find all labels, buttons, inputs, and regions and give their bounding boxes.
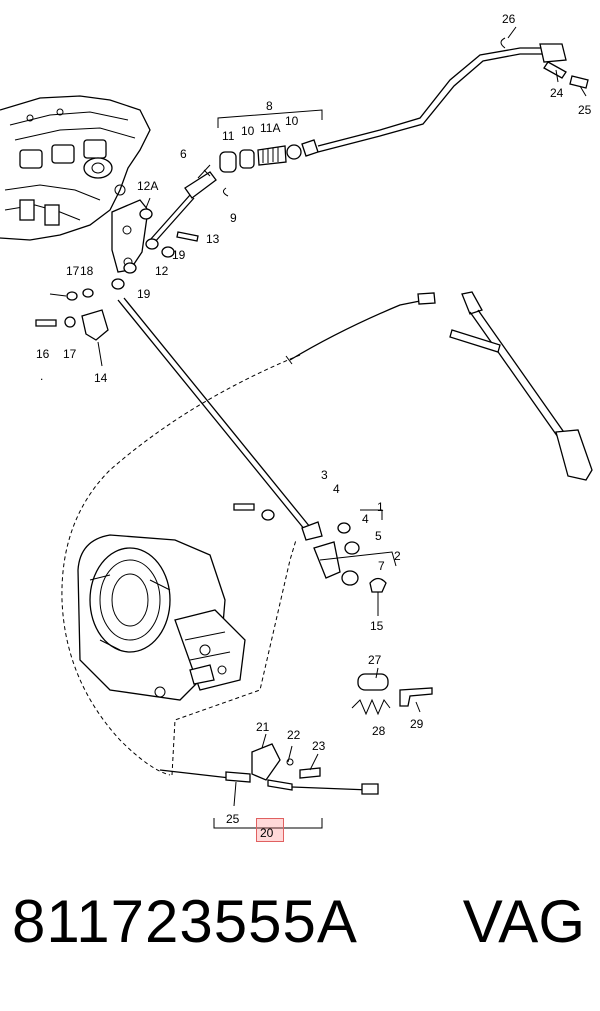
bushing (161, 246, 175, 258)
relay-lever (111, 169, 217, 290)
bolt (569, 75, 589, 89)
washer (139, 208, 153, 220)
circlip (222, 187, 229, 197)
callout-25: 25 (578, 103, 592, 117)
callout-13: 13 (206, 232, 220, 246)
callout-9: 9 (230, 211, 237, 225)
callout-17: 17 (66, 264, 80, 278)
callout-6: 6 (180, 147, 187, 161)
callout-29: 29 (410, 717, 424, 731)
callout-4: 4 (333, 482, 340, 496)
callout-11: 11 (222, 129, 235, 143)
callout-labels: 1 2 3 4 4 5 6 7 8 9 10 10 11 11A 12 12A … (36, 12, 592, 826)
callout-8: 8 (266, 99, 273, 113)
callout-2: 2 (394, 549, 401, 563)
spring (351, 698, 391, 716)
callout-15: 15 (370, 619, 384, 633)
dot-mark: . (40, 369, 43, 383)
transmission-housing (61, 354, 301, 776)
throttle-cable-assembly (219, 37, 567, 173)
bushing (357, 673, 389, 691)
callout-12: 12 (155, 264, 169, 278)
brand-label: VAG (462, 888, 585, 955)
clutch-pedal (449, 291, 593, 481)
callout-5: 5 (375, 529, 382, 543)
callout-4: 4 (362, 512, 369, 526)
callout-28: 28 (372, 724, 386, 738)
callout-7: 7 (378, 559, 385, 573)
callout-24: 24 (550, 86, 564, 100)
callout-10: 10 (241, 124, 255, 138)
highlighted-callout-20[interactable]: 20 (256, 818, 284, 842)
selector-lever (313, 541, 341, 579)
spring-bracket (399, 687, 433, 707)
callout-12a: 12A (137, 179, 158, 193)
callout-27: 27 (368, 653, 382, 667)
callout-21: 21 (256, 720, 270, 734)
callout-25: 25 (226, 812, 240, 826)
cable-end-pin (543, 61, 567, 79)
callout-18: 18 (80, 264, 94, 278)
gearshift-cable (159, 743, 379, 795)
part-number: 811723555A (12, 888, 358, 955)
callout-22: 22 (287, 728, 301, 742)
callout-11a: 11A (260, 121, 280, 135)
callout-16: 16 (36, 347, 50, 361)
callout-20-label: 20 (260, 826, 274, 840)
callout-23: 23 (312, 739, 326, 753)
exploded-parts-diagram: 1 2 3 4 4 5 6 7 8 9 10 10 11 11A 12 12A … (0, 12, 593, 829)
operating-rod (117, 297, 311, 531)
callout-10: 10 (285, 114, 299, 128)
callout-17: 17 (63, 347, 77, 361)
leader-lines (97, 26, 587, 807)
callout-19: 19 (172, 248, 186, 262)
callout-3: 3 (321, 468, 328, 482)
callout-19: 19 (137, 287, 151, 301)
engine-block-illustration (0, 95, 151, 241)
bolt (233, 503, 255, 511)
bolt (176, 231, 199, 242)
choke-cable (285, 292, 436, 365)
bolt (35, 319, 57, 327)
lever-bracket (81, 309, 109, 341)
callout-14: 14 (94, 371, 108, 385)
callout-bracket (213, 818, 323, 829)
callout-1: 1 (377, 500, 384, 514)
callout-26: 26 (502, 12, 516, 26)
